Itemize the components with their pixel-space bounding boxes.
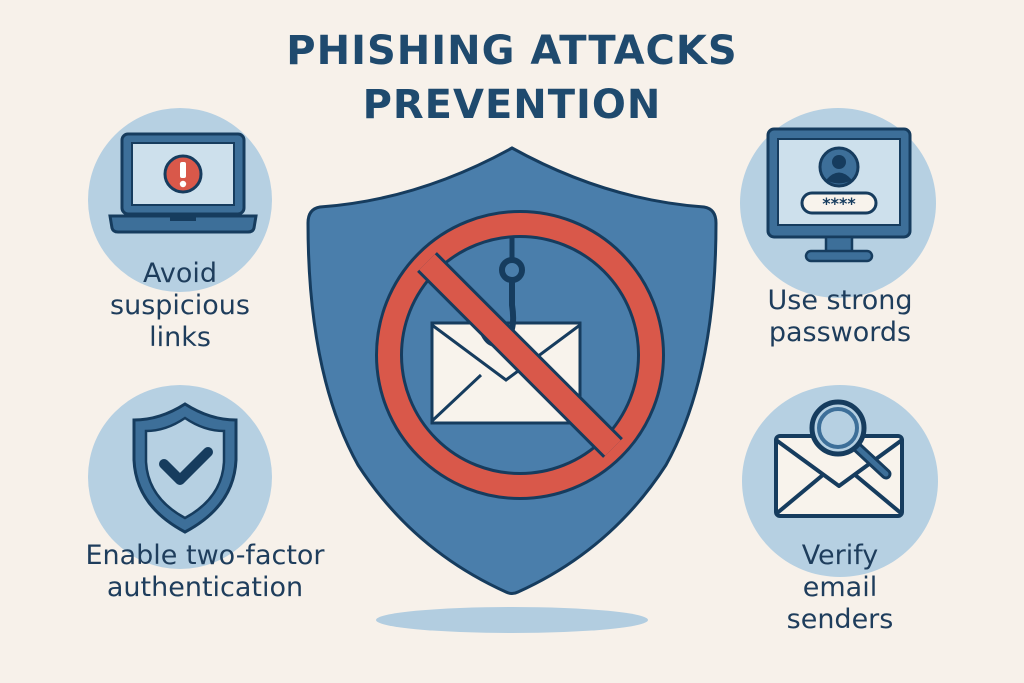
shield-shadow — [376, 607, 648, 633]
label-line: email — [802, 572, 878, 603]
laptop-warning-icon — [108, 132, 258, 234]
label-line: Use strong — [767, 285, 913, 316]
label-line: Avoid — [142, 258, 218, 289]
tip-label: Avoid suspicious links — [95, 258, 265, 354]
label-line: Enable two-factor — [85, 540, 325, 571]
tip-label: Verify email senders — [745, 540, 935, 636]
label-line: passwords — [768, 317, 912, 348]
shield-no-phishing-icon — [306, 146, 718, 595]
shield-check-icon — [132, 402, 238, 534]
tip-label: Enable two-factor authentication — [60, 540, 350, 604]
page-title-line-2: PREVENTION — [362, 82, 662, 128]
label-line: links — [149, 322, 211, 353]
monitor-password-icon: **** — [766, 127, 912, 263]
page-title-line-1: PHISHING ATTACKS — [286, 28, 738, 74]
envelope-magnifier-icon — [774, 399, 904, 518]
svg-text:****: **** — [822, 194, 856, 213]
label-line: Verify — [801, 540, 879, 571]
tip-label: Use strong passwords — [745, 285, 935, 349]
label-line: authentication — [106, 572, 304, 603]
label-line: suspicious — [110, 290, 250, 321]
label-line: senders — [786, 604, 894, 635]
